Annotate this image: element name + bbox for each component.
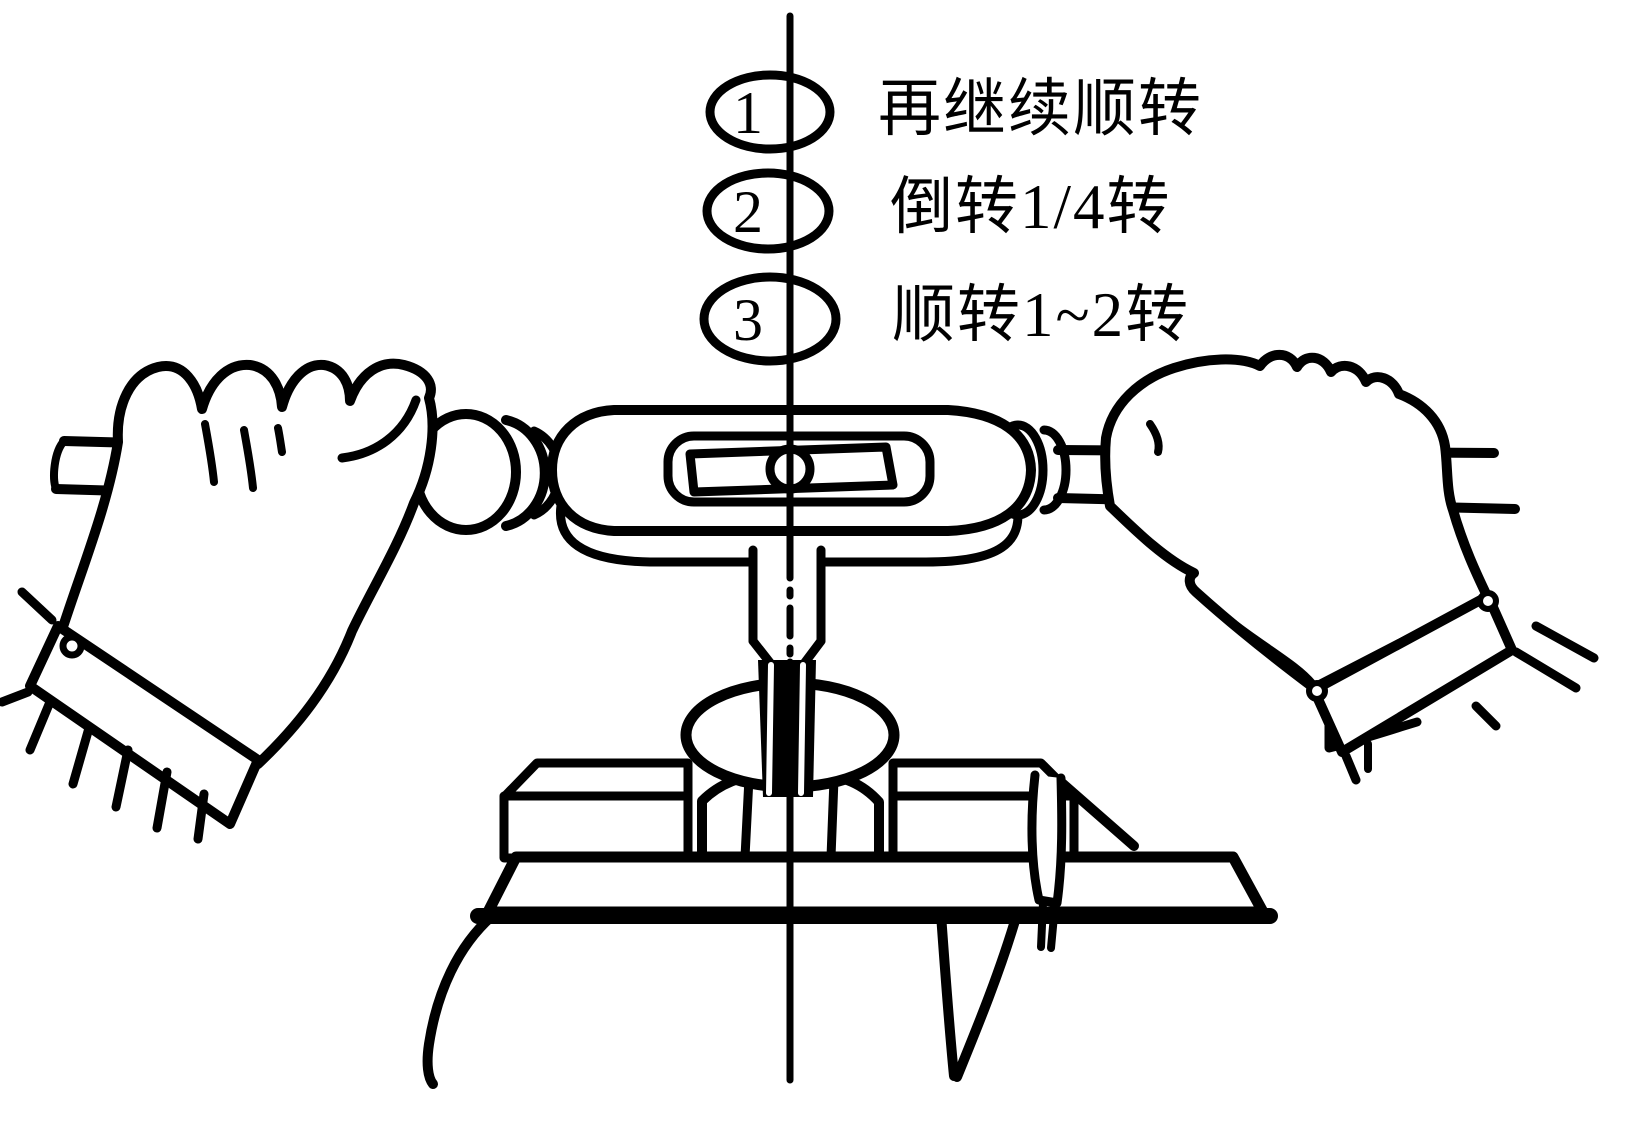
vise-screw-handle (936, 909, 1022, 1082)
vise-guide-strip (1027, 770, 1067, 908)
right-hand-crease (1146, 420, 1163, 456)
vise-base (422, 689, 1422, 1089)
step-1-number: 1 (733, 80, 763, 146)
vise-plate (482, 851, 1269, 918)
left-sleeve-hatches (0, 587, 209, 844)
vise-body-left-curve (422, 911, 497, 1089)
left-cuff (25, 621, 263, 829)
left-index-finger-line (337, 395, 421, 463)
tap-thread-flutes (766, 662, 806, 796)
left-hand-creases (201, 420, 286, 492)
step-3-label: 顺转1~2转 (892, 280, 1190, 350)
left-cuff-button (59, 633, 85, 659)
step-3-marker (699, 272, 841, 366)
step-2-label: 倒转1/4转 (890, 172, 1172, 242)
hex-nut-facets (740, 773, 839, 862)
vise-left-jaw (499, 758, 693, 863)
left-hand (0, 358, 438, 844)
right-hand (1100, 349, 1599, 785)
step-2-number: 2 (733, 179, 763, 245)
right-sleeve-hatches (1341, 621, 1599, 785)
vise-corner-line (1057, 778, 1139, 851)
right-cuff-button (1477, 590, 1499, 612)
right-thumb-line (1193, 589, 1317, 689)
right-cuff (1309, 591, 1517, 757)
step-annotations: 1 2 3 再继续顺转 倒转1/4转 顺转1~2转 (733, 74, 1203, 353)
right-wrist-button (1306, 680, 1328, 702)
step-markers (699, 70, 841, 366)
left-hand-outline (57, 358, 438, 769)
left-collar (411, 409, 565, 535)
step-2-marker (702, 168, 834, 254)
step-1-label: 再继续顺转 (878, 74, 1203, 144)
step-3-number: 3 (733, 287, 763, 353)
right-hand-outline (1100, 349, 1493, 693)
step-1-marker (705, 70, 835, 154)
